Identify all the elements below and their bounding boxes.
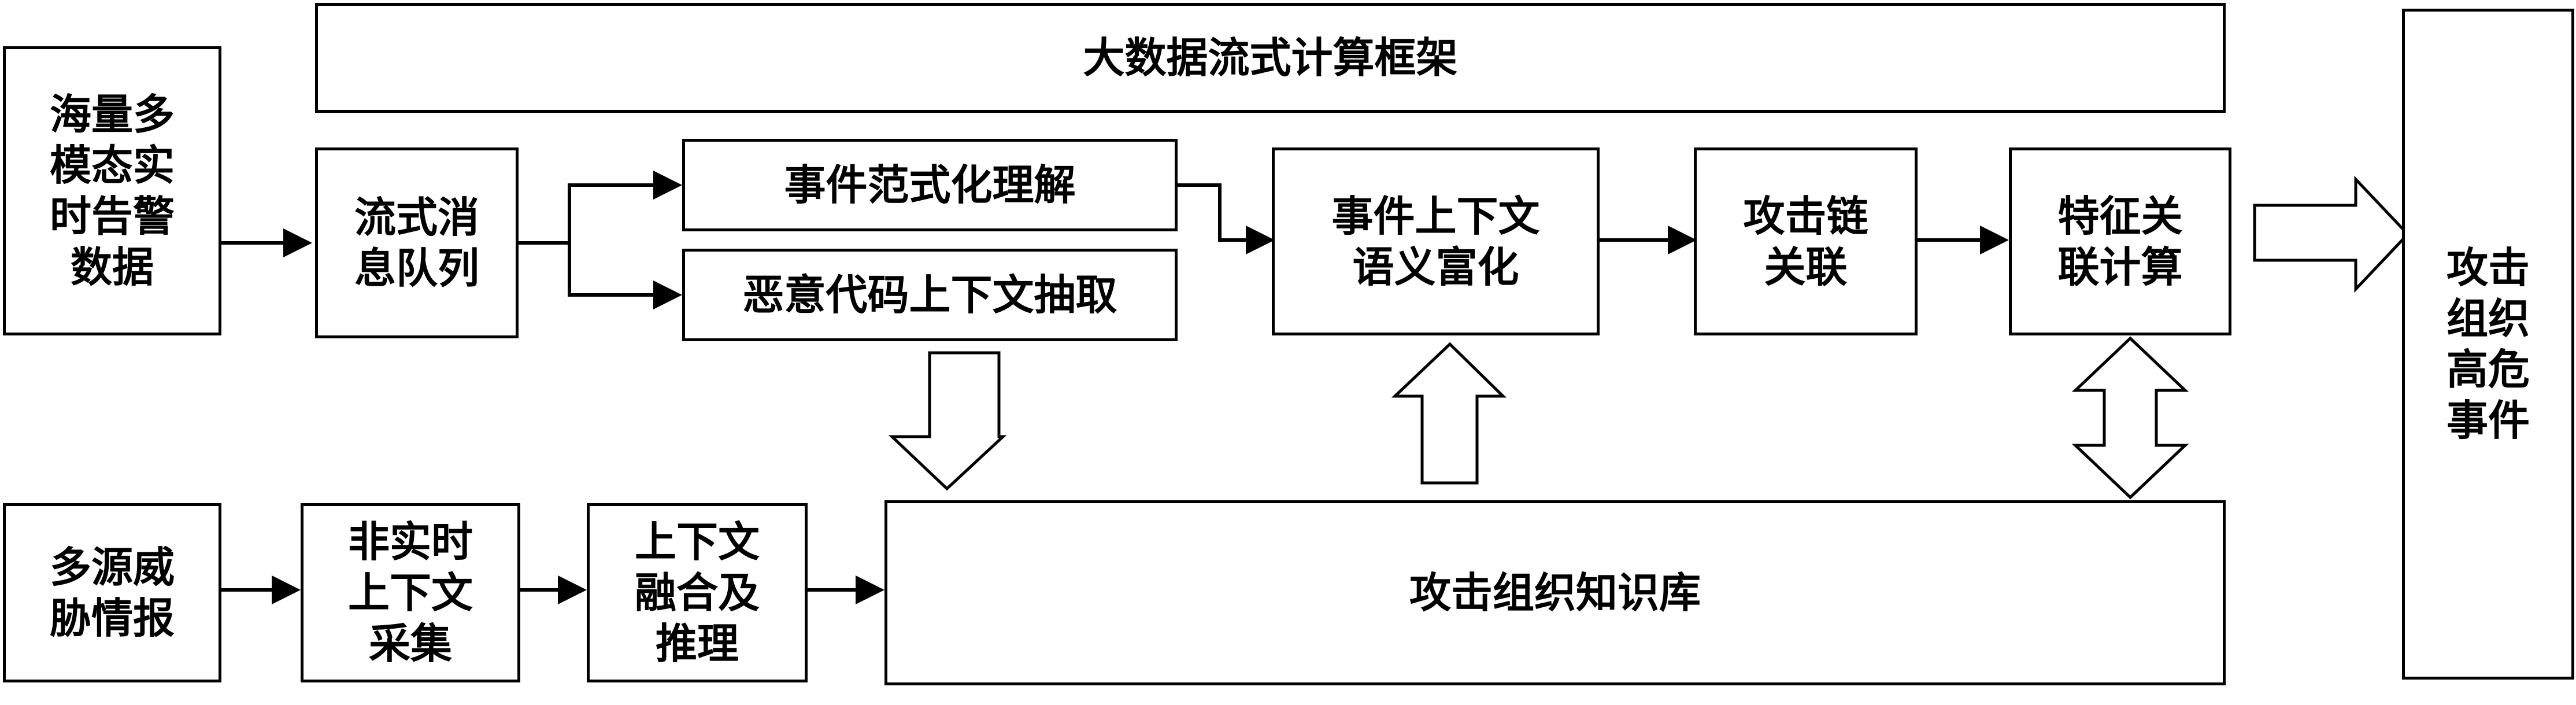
collect-box: 非实时 上下文 采集 <box>301 503 520 682</box>
hollow-arrow-kb-to-enrich <box>1391 342 1507 485</box>
arrowhead-normalize-to-enrich <box>1246 226 1275 254</box>
feature-box: 特征关 联计算 <box>2009 147 2231 335</box>
arrowhead-queue-to-normalize <box>653 171 682 200</box>
framework-box: 大数据流式计算框架 <box>315 3 2226 113</box>
arrowhead-intel-to-collect <box>272 575 301 604</box>
queue-box: 流式消 息队列 <box>315 147 519 338</box>
arrowhead-fusion-to-kb <box>856 575 884 604</box>
arrowhead-enrich-to-chain <box>1668 226 1697 254</box>
fusion-box: 上下文 融合及 推理 <box>587 503 808 682</box>
normalize-box: 事件范式化理解 <box>682 139 1178 231</box>
hollow-double-arrow-feature-kb <box>2071 336 2189 500</box>
output-box: 攻击 组织 高危 事件 <box>2402 9 2574 680</box>
alerts-box: 海量多 模态实 时告警 数据 <box>3 46 221 335</box>
hollow-arrow-feature-to-output <box>2253 175 2410 293</box>
hollow-arrow-malware-to-kb <box>888 351 1007 491</box>
arrow-normalize-to-enrich <box>1176 183 1266 242</box>
arrowhead-alerts-to-queue <box>283 228 312 257</box>
arrowhead-chain-to-feature <box>1980 226 2009 254</box>
malware-box: 恶意代码上下文抽取 <box>682 249 1178 341</box>
kb-box: 攻击组织知识库 <box>884 500 2226 685</box>
intel-box: 多源威 胁情报 <box>3 503 221 682</box>
chain-box: 攻击链 关联 <box>1694 147 1918 335</box>
arrow-queue-split <box>568 183 676 243</box>
arrowhead-queue-to-malware <box>653 280 682 309</box>
arrowhead-collect-to-fusion <box>558 575 587 604</box>
enrich-box: 事件上下文 语义富化 <box>1272 147 1600 335</box>
arrow-queue-to-malware <box>568 243 676 297</box>
